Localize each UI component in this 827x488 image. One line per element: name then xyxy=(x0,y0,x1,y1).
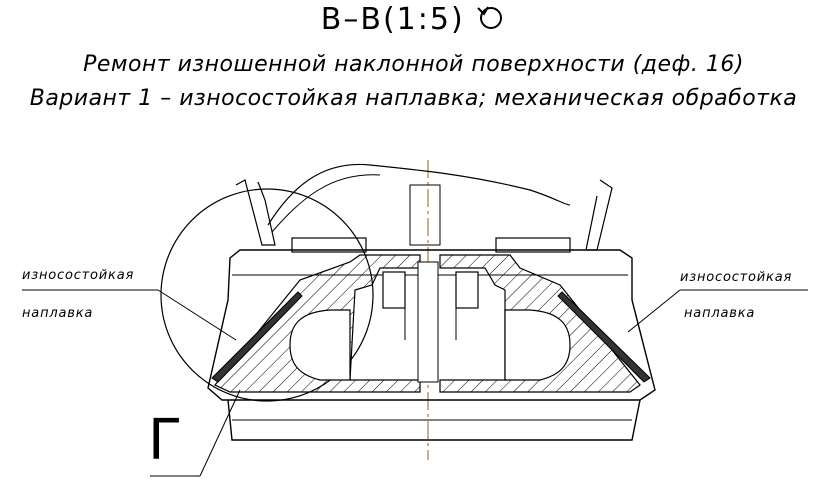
weld-overlay-left xyxy=(211,291,303,383)
subtitle-line-1: Ремонт изношенной наклонной поверхности … xyxy=(83,52,744,77)
rotated-view-icon xyxy=(476,3,506,38)
callout-right-line1: износостойкая xyxy=(680,270,793,285)
subtitle-line-2: Вариант 1 – износостойкая наплавка; меха… xyxy=(29,86,798,111)
callout-left-line1: износостойкая xyxy=(22,268,135,283)
base-plate xyxy=(227,399,641,441)
section-title: В–В(1:5) xyxy=(0,2,827,38)
left-flange xyxy=(235,179,276,246)
top-pad-left xyxy=(291,237,367,253)
weld-overlay-right xyxy=(557,291,651,383)
cavity-left xyxy=(289,309,351,381)
callout-right-line2: наплавка xyxy=(684,306,756,321)
view-leader xyxy=(199,389,241,477)
section-title-text: В–В(1:5) xyxy=(320,2,465,37)
cavity-right xyxy=(504,309,571,381)
top-post xyxy=(409,184,441,246)
center-web xyxy=(417,261,439,383)
slot-left xyxy=(382,271,406,309)
detail-circle xyxy=(160,188,374,402)
view-marker: Г xyxy=(148,408,183,473)
top-pad-right xyxy=(495,237,571,253)
slot-right xyxy=(455,271,479,309)
callout-left-line2: наплавка xyxy=(22,306,94,321)
right-flange xyxy=(585,179,613,251)
break-line xyxy=(267,163,571,226)
body-outline xyxy=(207,249,656,401)
